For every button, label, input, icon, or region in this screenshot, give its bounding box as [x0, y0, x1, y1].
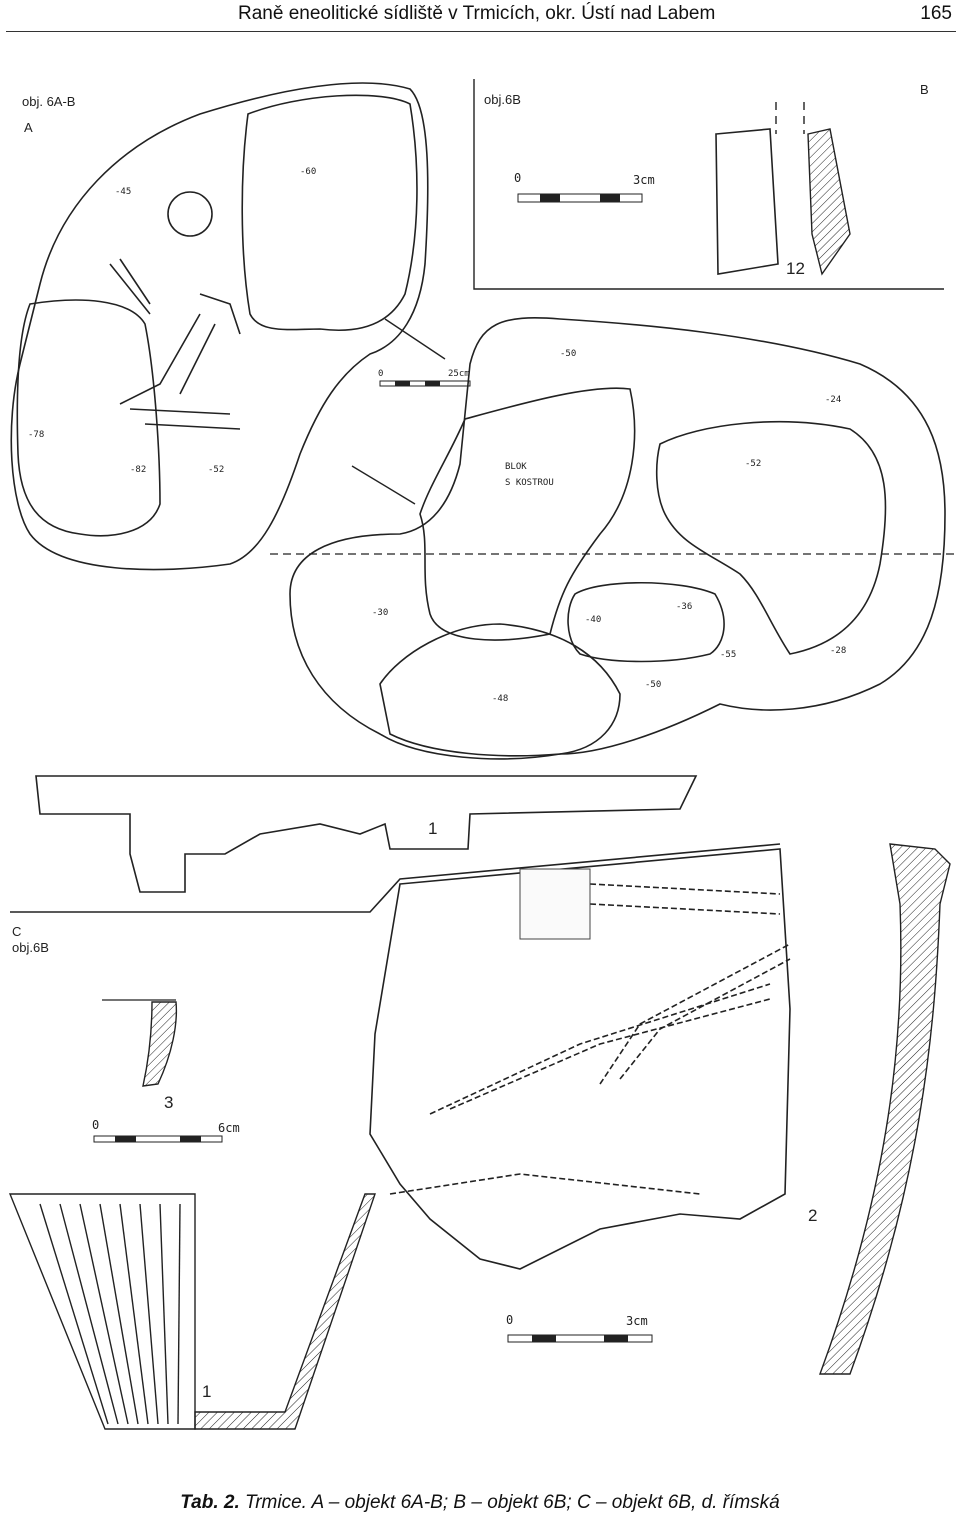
- depth-label: -50: [645, 680, 661, 690]
- plan-a-outline: [10, 82, 429, 571]
- depth-label: -40: [585, 615, 601, 625]
- sherd-profile-left: [715, 128, 779, 275]
- depth-label: -78: [28, 430, 44, 440]
- arrow-line-1: [384, 318, 446, 360]
- depth-label: -82: [130, 465, 146, 475]
- svg-text:0: 0: [378, 369, 383, 379]
- sherd-profile-right: [807, 128, 851, 276]
- panel-c-object-label: obj.6B: [12, 940, 49, 955]
- depth-label: -36: [676, 602, 692, 612]
- vessel-1-drawing: [8, 1193, 376, 1430]
- arrow-line-2: [351, 465, 416, 505]
- section-profile-1: [10, 775, 781, 913]
- figure-caption: Tab. 2. Trmice. A – objekt 6A-B; B – obj…: [0, 1492, 960, 1514]
- archaeological-plate: -45 -60 -78 -82 -52 obj. 6A-B A 0 25cm -…: [8, 79, 958, 1430]
- scale-bar-25cm: 0 25cm: [378, 369, 471, 387]
- panel-b-letter: B: [920, 82, 929, 97]
- depth-label: -30: [372, 608, 388, 618]
- scale-6cm-max: 6cm: [218, 1121, 240, 1135]
- depth-label: -52: [745, 459, 761, 469]
- sherd-2: [369, 848, 791, 1270]
- page-number: 165: [920, 3, 952, 24]
- scale-bar-6cm: [93, 1135, 223, 1143]
- panel-b-scale-zero: 0: [514, 171, 521, 185]
- plan-6b: [270, 317, 958, 760]
- plan-6b-lower-pit: [379, 623, 621, 757]
- sherd-2-number: 2: [808, 1206, 817, 1225]
- caption-label: Tab. 2.: [180, 1492, 240, 1513]
- caption-text: Trmice. A – objekt 6A-B; B – objekt 6B; …: [245, 1492, 780, 1513]
- block-label-line1: BLOK: [505, 462, 527, 472]
- skull-sketch: [167, 191, 213, 237]
- panel-b-object-label: obj.6B: [484, 92, 521, 107]
- plan-a-pit-lower: [16, 299, 161, 537]
- panel-b: [473, 79, 944, 290]
- plan-6b-block: [419, 387, 636, 641]
- plan-a-pit-upper: [241, 94, 418, 332]
- plan-6b-outline: [289, 317, 946, 760]
- sherd-3-profile: [142, 1001, 178, 1087]
- depth-label: -60: [300, 167, 316, 177]
- svg-text:25cm: 25cm: [448, 369, 470, 379]
- scale-3cm-zero: 0: [506, 1313, 513, 1327]
- depth-label: -28: [830, 646, 846, 656]
- depth-label: -52: [208, 465, 224, 475]
- depth-label: -55: [720, 650, 736, 660]
- panel-b-item-number: 12: [786, 259, 805, 278]
- panel-b-scale-max: 3cm: [633, 173, 655, 187]
- block-label-line2: S KOSTROU: [505, 478, 554, 488]
- sherd-3-number: 3: [164, 1093, 173, 1112]
- bones-sketch: [109, 258, 241, 430]
- vessel-1-number: 1: [202, 1382, 211, 1401]
- header-rule: [6, 31, 956, 32]
- running-title: Raně eneolitické sídliště v Trmicích, ok…: [238, 3, 716, 24]
- depth-label: -48: [492, 694, 508, 704]
- plan-6b-inner-pit: [655, 420, 887, 655]
- depth-label: -45: [115, 187, 131, 197]
- scale-6cm-zero: 0: [92, 1118, 99, 1132]
- vessel-profile-right: [818, 843, 951, 1375]
- panel-a-object-label: obj. 6A-B: [22, 94, 75, 109]
- scale-3cm-max: 3cm: [626, 1314, 648, 1328]
- depth-label: -50: [560, 349, 576, 359]
- section-item-1: 1: [428, 819, 437, 838]
- panel-a-letter: A: [24, 120, 33, 135]
- panel-a-plan: -45 -60 -78 -82 -52: [10, 82, 429, 571]
- running-header: Raně eneolitické sídliště v Trmicích, ok…: [0, 0, 960, 34]
- scale-bar-3cm-c: [507, 1334, 653, 1343]
- depth-label: -24: [825, 395, 841, 405]
- scale-bar-3cm-b: [517, 193, 643, 203]
- panel-c-letter: C: [12, 924, 21, 939]
